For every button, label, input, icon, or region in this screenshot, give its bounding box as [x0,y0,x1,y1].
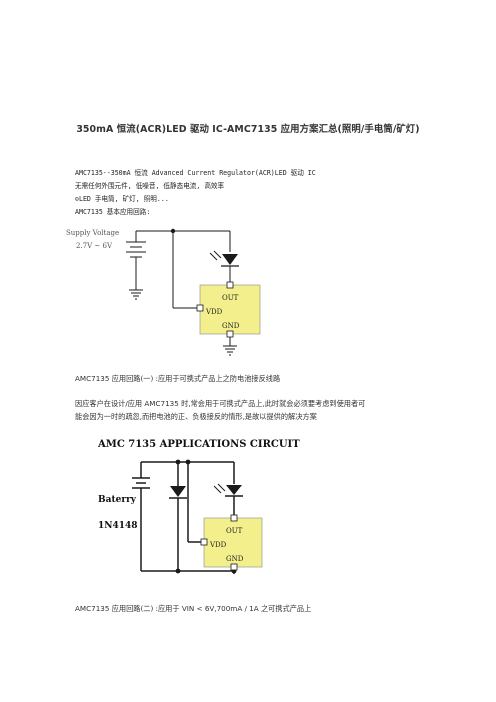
protection-circuit-diagram: AMC 7135 APPLICATIONS CIRCUIT Baterry 1N… [97,439,300,574]
diode-1n4148-label: 1N4148 [98,521,138,531]
out-pin-label: OUT [222,294,239,302]
paragraph-line-2: 能会因为一时的疏忽,而把电池的正、负极接反的情形,是故以提供的解决方案 [75,412,317,421]
gnd-pin-label: GND [226,555,244,563]
gnd-pin-label: GND [222,322,240,330]
led-symbol-icon [222,254,238,265]
intro-line-1: AMC7135--350mA 恒流 Advanced Current Regul… [75,169,316,177]
intro-line-3: ⊙LED 手电筒, 矿灯, 照明... [75,195,169,203]
battery-label: Baterry [98,495,137,505]
intro-line-4: AMC7135 基本应用回路: [75,208,151,216]
supply-voltage-label: Supply Voltage [66,229,119,237]
vdd-pin-label: VDD [205,308,223,316]
applications-circuit-heading: AMC 7135 APPLICATIONS CIRCUIT [97,439,300,450]
voltage-range-label: 2.7V ~ 6V [76,242,113,250]
document-title: 350mA 恒流(ACR)LED 驱动 IC-AMC7135 应用方案汇总(照明… [76,124,420,135]
basic-circuit-diagram: Supply Voltage 2.7V ~ 6V OUT VDD GND [66,228,261,356]
vdd-pin-label: VDD [209,541,227,549]
circuit-1-caption: AMC7135 应用回路(一) :应用于可携式产品上之防电池接反线路 [75,374,281,383]
circuit-2-caption: AMC7135 应用回路(二) :应用于 VIN < 6V,700mA / 1A… [75,604,312,613]
amc7135-chip [199,284,261,335]
paragraph-line-1: 因应客户在设计/应用 AMC7135 时,常会用于可携式产品上,此时就会必须要考… [75,399,366,408]
out-pin-label: OUT [226,527,243,535]
intro-line-2: 无需任何外围元件, 低噪音, 低静态电流, 高效率 [75,182,225,190]
diode-symbol-icon [170,486,186,497]
led-symbol-icon [226,485,242,495]
